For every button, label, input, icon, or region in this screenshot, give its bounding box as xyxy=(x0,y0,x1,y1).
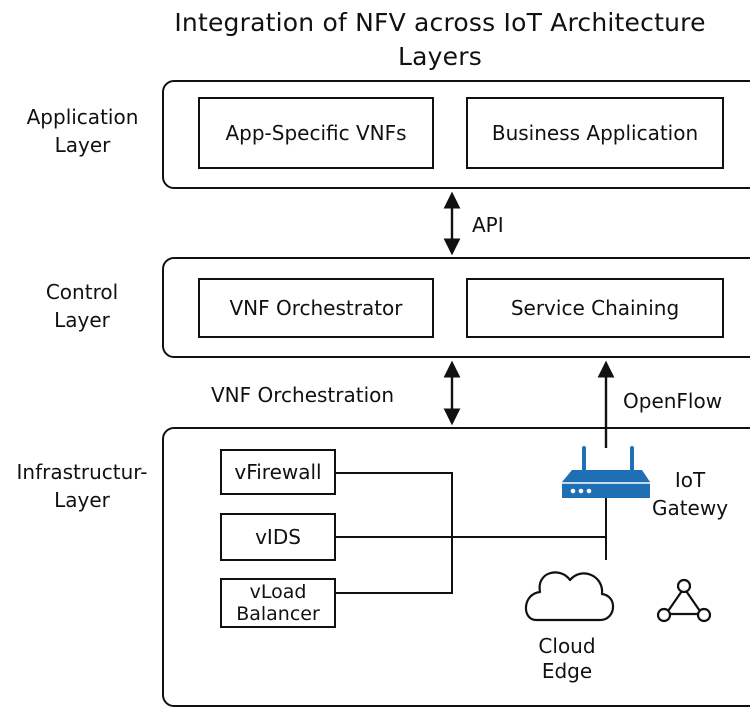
diagram-title: Integration of NFV across IoT Architectu… xyxy=(174,8,706,71)
vids-link xyxy=(336,498,607,538)
app-specific-vnfs-box: App-Specific VNFs xyxy=(198,97,434,169)
business-application-box: Business Application xyxy=(466,97,724,169)
cloud-edge-label: Cloud Edge xyxy=(538,634,596,683)
vload-balancer-box: vLoad Balancer xyxy=(220,578,336,628)
api-label: API xyxy=(472,213,504,237)
openflow-label: OpenFlow xyxy=(623,389,723,413)
network-triangle-icon xyxy=(656,578,712,623)
connector-layer xyxy=(336,191,712,623)
vnf-orchestration-label: VNF Orchestration xyxy=(211,383,395,407)
infrastructure-layer-label: Infrastructur- Layer xyxy=(16,460,148,512)
application-layer-label: Application Layer xyxy=(26,105,139,157)
vnf-orchestrator-box: VNF Orchestrator xyxy=(198,278,434,338)
iot-gateway-label: IoT Gatewy xyxy=(651,468,729,520)
service-chaining-box: Service Chaining xyxy=(466,278,724,338)
vfirewall-link xyxy=(336,472,453,594)
vids-box: vIDS xyxy=(220,513,336,561)
control-layer-label: Control Layer xyxy=(45,280,119,332)
cloud-icon xyxy=(524,571,615,622)
router-icon xyxy=(562,446,650,498)
vfirewall-box: vFirewall xyxy=(220,449,336,495)
